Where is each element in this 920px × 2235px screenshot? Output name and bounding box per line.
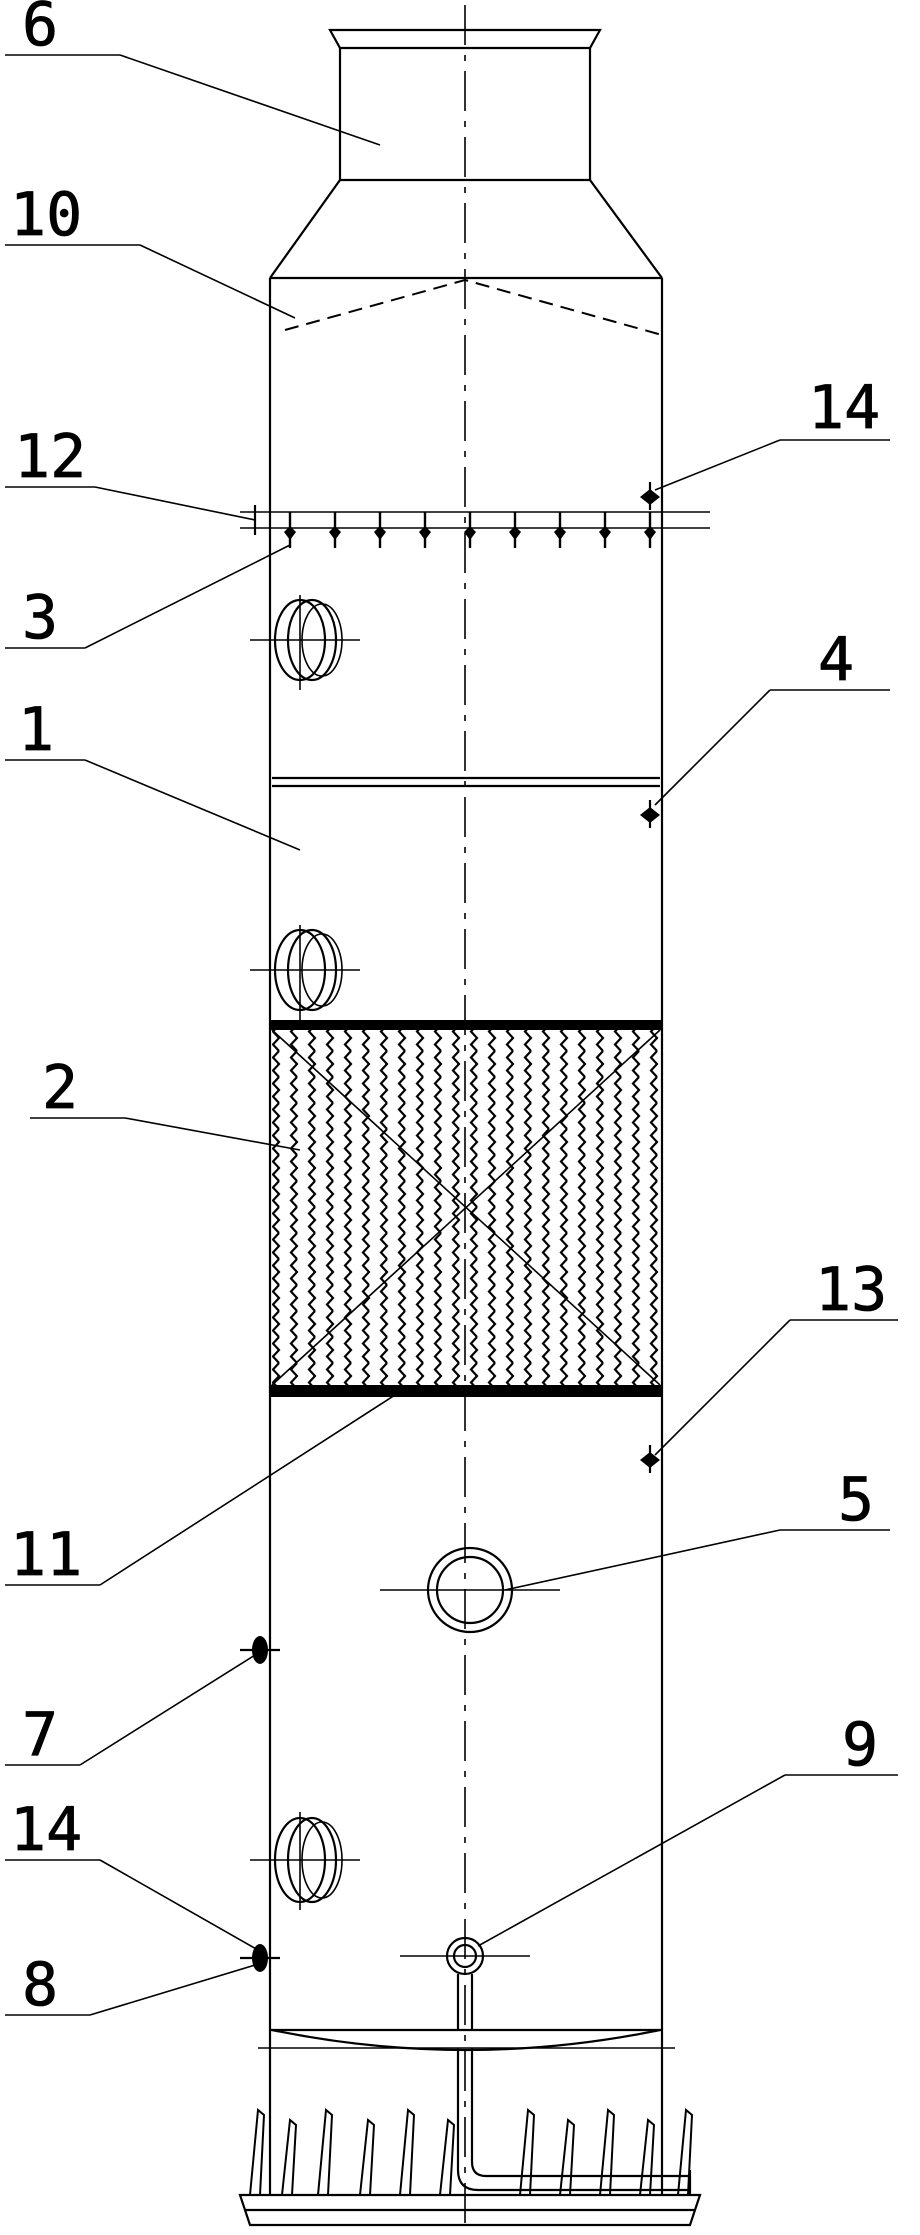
- spray-nozzle: [419, 512, 431, 548]
- top-outlet-nozzle: [328, 28, 602, 182]
- instrument-nozzle-mid: [640, 800, 660, 828]
- label-13: 13: [815, 1255, 887, 1325]
- gas-inlet: [380, 1546, 560, 1634]
- manhole-middle: [250, 925, 360, 1020]
- spray-nozzle: [509, 512, 521, 548]
- label-6: 6: [22, 0, 58, 60]
- drain-pipe: [456, 2048, 692, 2196]
- spray-nozzle: [284, 512, 296, 548]
- spray-nozzle: [554, 512, 566, 548]
- spray-nozzles: [284, 512, 656, 548]
- spray-nozzle: [374, 512, 386, 548]
- skirt-stiffener: [598, 2108, 616, 2196]
- label-3: 3: [22, 583, 58, 653]
- side-nozzle-7: [240, 1636, 280, 1664]
- distributor-tray: [272, 776, 660, 788]
- label-14-top: 14: [808, 373, 880, 443]
- label-10: 10: [10, 180, 82, 250]
- conical-top: [269, 179, 663, 280]
- skirt-stiffener: [676, 2108, 694, 2196]
- liquid-outlet: [400, 1936, 530, 2030]
- skirt-stiffener: [398, 2108, 416, 2196]
- skirt-stiffeners: [248, 2108, 694, 2196]
- skirt-stiffener: [558, 2118, 576, 2196]
- instrument-nozzle-top: [640, 482, 660, 510]
- side-nozzle-8: [240, 1944, 280, 1972]
- demister: [284, 278, 663, 336]
- packing-layer: [270, 1020, 662, 1386]
- instrument-nozzle-lower: [640, 1445, 660, 1473]
- label-7: 7: [22, 1700, 58, 1770]
- label-11: 11: [10, 1520, 82, 1590]
- skirt-stiffener: [518, 2108, 536, 2196]
- spray-nozzle: [644, 512, 656, 548]
- label-8: 8: [22, 1950, 58, 2020]
- skirt-stiffener: [638, 2118, 656, 2196]
- skirt-stiffener: [280, 2118, 298, 2196]
- support-grid: [270, 1385, 662, 1397]
- bottom-head: [258, 2028, 675, 2052]
- skirt: [238, 2030, 702, 2227]
- spray-nozzle: [464, 512, 476, 548]
- label-9: 9: [842, 1710, 878, 1780]
- spray-nozzle: [599, 512, 611, 548]
- label-12: 12: [14, 422, 86, 492]
- skirt-stiffener: [438, 2118, 456, 2196]
- skirt-stiffener: [248, 2108, 266, 2196]
- spray-header: [240, 505, 710, 535]
- manhole-lower: [250, 1812, 360, 1910]
- label-4: 4: [818, 625, 854, 695]
- leader-lines: [5, 54, 898, 2016]
- label-1: 1: [18, 695, 54, 765]
- spray-nozzle: [329, 512, 341, 548]
- skirt-stiffener: [358, 2118, 376, 2196]
- label-5: 5: [838, 1465, 874, 1535]
- skirt-stiffener: [316, 2108, 334, 2196]
- manhole-upper: [250, 595, 360, 690]
- label-14-bottom: 14: [10, 1795, 82, 1865]
- label-2: 2: [42, 1053, 78, 1123]
